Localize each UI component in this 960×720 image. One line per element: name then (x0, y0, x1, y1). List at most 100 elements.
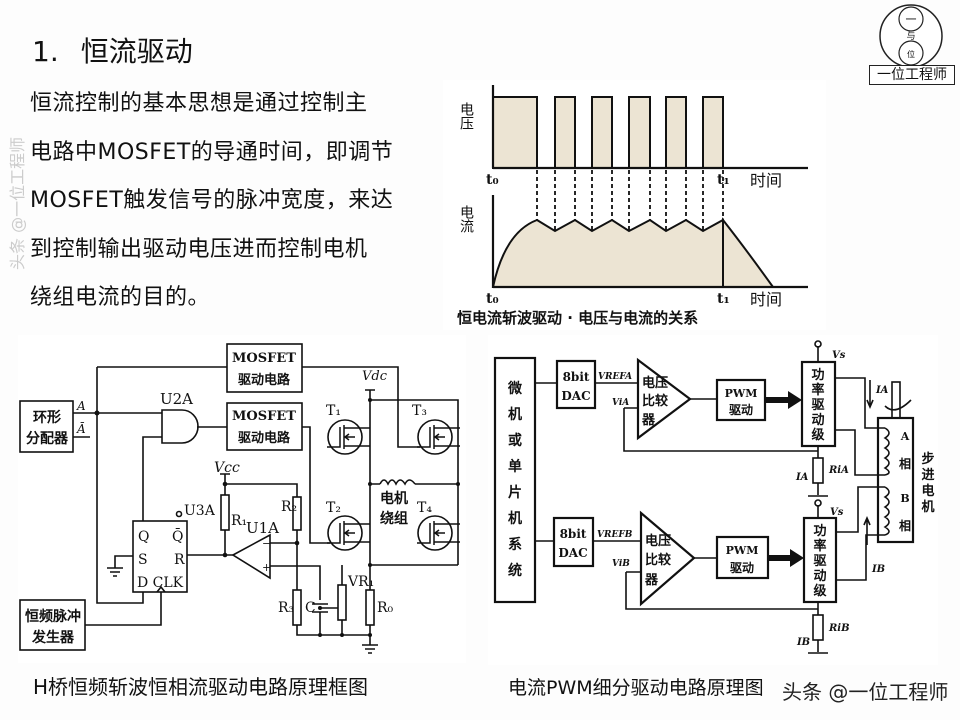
motor-label-char: 步 (921, 451, 934, 467)
motor-label-char: 机 (921, 499, 934, 515)
diagram-label: PWM (725, 387, 758, 400)
footer-watermark: 头条 @一位工程师 (782, 680, 949, 704)
diagram-label: B (900, 492, 909, 505)
voltage-pulse (702, 96, 724, 169)
mosfet-transistor (417, 515, 453, 551)
diagram-label: 与 (906, 31, 915, 42)
hbridge-caption: H桥恒频斩波恒相流驱动电路原理框图 (33, 675, 368, 699)
diagram-label: 器 (641, 413, 656, 428)
diagram-label: U3A (184, 503, 216, 519)
diagram-label: IB (871, 564, 885, 575)
body-line: 电路中MOSFET的导通时间，即调节 (30, 139, 394, 165)
diagram-label: VREFA (598, 372, 632, 382)
diagram-label: R₀ (377, 600, 394, 616)
diagram-label: 绕组 (380, 510, 408, 527)
mosfet-symbol (327, 425, 370, 449)
diagram-label: Q (138, 529, 149, 545)
resistor-r2 (292, 496, 302, 531)
sense-resistor-b (812, 614, 824, 641)
mcu-label-char: 片 (508, 484, 522, 501)
diagram-label: Q̄ (172, 527, 183, 545)
mcu-label-char: 统 (508, 562, 522, 579)
diagram-label: R₃ (278, 600, 294, 616)
diagram-label: 发生器 (31, 629, 75, 646)
diagram-label: PWM (726, 544, 759, 557)
slide-title: 1.恒流驱动 (32, 30, 193, 70)
voltage-pulse (554, 96, 576, 169)
mcu-label-char: 微 (507, 380, 523, 397)
mcu-label-char: 单 (508, 458, 522, 475)
mosfet-transistor (327, 419, 363, 455)
power-stage-box-b (802, 516, 838, 604)
diagram-label: 驱动电路 (238, 372, 291, 388)
diagram-label: R₂ (281, 499, 297, 515)
current-label: 电流 (458, 205, 474, 234)
thick-arrow-a (765, 391, 802, 409)
diagram-label: 环形 (33, 409, 61, 426)
diagram-label: D CLK (137, 575, 184, 591)
voltage-label: 电压 (458, 102, 474, 130)
diagram-label: RiA (828, 465, 849, 476)
diagram-label: VR₁ (347, 574, 374, 590)
power-stage-char: 级 (813, 583, 827, 599)
diagram-label: MOSFET (232, 351, 296, 366)
motor-windings (883, 427, 890, 536)
diagram-label: 驱动 (729, 403, 753, 417)
mosfet-symbol (327, 521, 370, 545)
power-stage-char: 率 (813, 538, 826, 554)
mosfet-symbol (417, 425, 460, 449)
diagram-label: 位 (907, 49, 915, 59)
voltage-pulses (492, 96, 724, 169)
logo-text: 一位工程师 (869, 65, 955, 85)
mcu-label-char: 机 (508, 510, 522, 527)
diagram-label: U1A (246, 519, 279, 537)
diagram-label: RiB (828, 623, 850, 634)
motor-shaft (891, 381, 901, 419)
mcu-label-char: 或 (508, 432, 522, 449)
diagram-label: 器 (644, 573, 659, 588)
diagram-label: 相 (899, 456, 911, 471)
voltage-pulse (591, 96, 613, 169)
diagram-label: IA (795, 472, 809, 483)
diagram-label: 分配器 (26, 431, 69, 447)
minus-sign: − (262, 537, 271, 550)
time-label: 时间 (750, 290, 782, 309)
diagram-label: VREFB (597, 530, 633, 540)
resistor-r0 (365, 589, 375, 626)
pwm-panel (488, 335, 938, 665)
diagram-label: U2A (160, 390, 193, 408)
power-stage-char: 级 (811, 427, 825, 443)
pwm-caption: 电流PWM细分驱动电路原理图 (508, 677, 764, 699)
resistor-r3 (292, 589, 302, 626)
diagram-label: Vs (830, 507, 844, 518)
voltage-pulse (492, 96, 538, 169)
t0-label: t₀ (486, 172, 499, 188)
hbridge-diagram: MOSFET 驱动电路 MOSFET 驱动电路 环形 分配器 A Ā U2A Q… (19, 343, 460, 654)
diagram-label: T₄ (417, 500, 432, 516)
t0-label: t₀ (486, 291, 499, 307)
diagram-label: 8bit (563, 370, 590, 384)
ring-distributor-box (19, 400, 74, 453)
rotation-arrow (884, 399, 912, 411)
diagram-label: Vcc (214, 460, 240, 476)
t1-label: t₁ (717, 291, 730, 307)
mosfet-symbol (417, 521, 460, 545)
power-stage-char: 动 (813, 569, 826, 584)
diagram-label: DAC (558, 546, 587, 560)
diagram-label: 恒频脉冲 (25, 608, 81, 625)
current-curve (491, 217, 775, 288)
diagram-label: IB (796, 637, 810, 648)
logo-emblem: 一 与 位 (879, 4, 943, 68)
diagram-label: Ā (76, 421, 86, 436)
hbridge-panel (18, 335, 466, 663)
diagram-label: ViB (612, 559, 630, 569)
diagram-label: 相 (899, 518, 911, 533)
mcu-label-char: 系 (508, 536, 522, 553)
diagram-label: 比较 (642, 393, 668, 409)
diagram-label: A (900, 430, 910, 443)
mosfet-driver-box-1 (226, 343, 303, 393)
plus-sign: + (262, 561, 271, 574)
waveform-diagram: 电压 电流 t₀ t₁ 时间 t₀ t₁ 时间 恒电流斩波驱动 · 电压与电流的… (457, 85, 808, 327)
diagram-label: 比较 (645, 552, 671, 568)
motor-label-char: 进 (921, 468, 934, 483)
